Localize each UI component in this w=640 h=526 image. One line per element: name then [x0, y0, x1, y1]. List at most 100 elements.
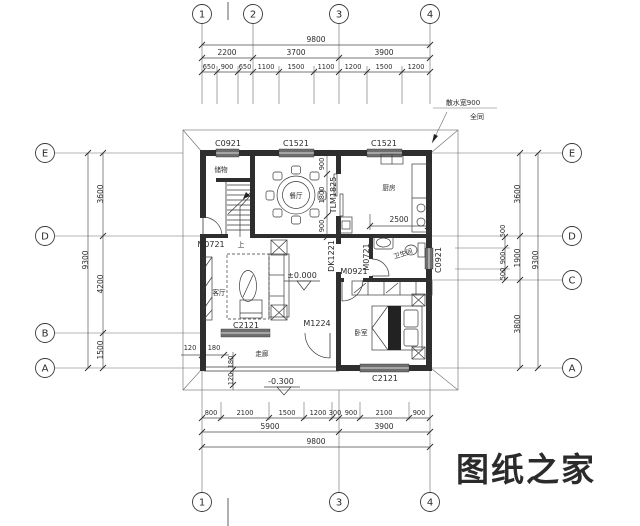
- dim-dining-1: 1800: [318, 187, 326, 204]
- dim-left-major-0: 3600: [96, 184, 105, 203]
- dim-right-major-0: 3600: [513, 184, 522, 203]
- grid-bubble-E-right: E: [569, 149, 575, 160]
- label-door-bedroom: M0921: [340, 267, 367, 276]
- grid-bubble-4-bottom: 4: [427, 498, 433, 509]
- grid-bubble-D-right: D: [568, 232, 576, 243]
- grid-bubbles-left: E D B A: [35, 143, 55, 378]
- label-door-storage: M0721: [197, 240, 224, 249]
- dim-bot-major-1: 3900: [374, 422, 393, 431]
- level-outdoor: -0.300: [268, 377, 294, 386]
- dim-top-minor-5: 1100: [318, 63, 335, 71]
- dim-top-minor-0: 650: [203, 63, 216, 71]
- level-marks: ±0.000 -0.300: [264, 271, 320, 396]
- grid-bubbles-top: 1 2 3 4: [192, 2, 440, 24]
- room-kitchen: 厨房: [382, 183, 396, 192]
- dim-kitchen-width: 2500: [389, 215, 408, 224]
- dimension-lines: [84, 41, 542, 451]
- grid-bubble-2-top: 2: [250, 10, 256, 21]
- doors: [202, 216, 390, 359]
- dim-bot-minor-3: 1200: [310, 409, 327, 417]
- dim-right-total: 9300: [531, 250, 540, 269]
- label-win-top-mid: C1521: [283, 139, 309, 148]
- dimension-labels: 9800 2200 3700 3900 650 900 650 1100 150…: [81, 35, 540, 446]
- dim-entry-v-1: 120: [227, 373, 235, 386]
- apron-note-text: 散水宽900: [446, 98, 480, 107]
- dim-right-small-2: 500: [499, 268, 507, 281]
- dim-top-minor-6: 1200: [345, 63, 362, 71]
- dim-top-minor-7: 1500: [376, 63, 393, 71]
- grid-bubbles-right: E D C A: [562, 143, 582, 378]
- room-dining: 餐厅: [289, 191, 303, 200]
- dim-dining-2: 900: [318, 220, 326, 233]
- dim-bot-minor-2: 1500: [279, 409, 296, 417]
- dim-entry-h-1: 180: [208, 344, 221, 352]
- dim-top-total: 9800: [306, 35, 325, 44]
- room-living: 客厅: [212, 288, 226, 297]
- dim-top-major-0: 2200: [217, 48, 236, 57]
- label-win-top-right: C1521: [371, 139, 397, 148]
- dim-top-minor-8: 1200: [408, 63, 425, 71]
- grid-bubbles-bottom: 1 3 4: [192, 492, 440, 526]
- room-bedroom: 卧室: [354, 328, 368, 337]
- opening-labels: C0921 C1521 C1521 M0721 TLM1825 DK1221 M…: [197, 139, 443, 383]
- label-open-living: DK1221: [327, 240, 336, 272]
- watermark-logo: 图纸之家: [456, 450, 596, 489]
- dim-top-minor-2: 650: [239, 63, 252, 71]
- grid-bubble-B-left: B: [42, 329, 49, 340]
- dim-entry-h-0: 120: [184, 344, 197, 352]
- dim-right-major-2: 3800: [513, 314, 522, 333]
- dim-left-major-1: 4200: [96, 274, 105, 293]
- living-furniture: [202, 239, 290, 321]
- grid-bubble-3-bottom: 3: [336, 498, 342, 509]
- dim-right-small-0: 500: [499, 225, 507, 238]
- apron-note: 散水宽900 全同: [431, 98, 497, 144]
- grid-bubble-3-top: 3: [336, 10, 342, 21]
- dim-right-small-1: 900: [499, 252, 507, 265]
- extension-lines: [55, 24, 562, 492]
- grid-bubble-A-left: A: [42, 364, 49, 375]
- dim-left-major-2: 1500: [96, 340, 105, 359]
- dim-top-minor-3: 1100: [258, 63, 275, 71]
- label-win-bedroom: C2121: [372, 374, 398, 383]
- dim-left-total: 9300: [81, 250, 90, 269]
- dim-bot-minor-5: 900: [345, 409, 358, 417]
- dim-top-minor-4: 1500: [288, 63, 305, 71]
- grid-bubble-C-right: C: [569, 276, 576, 287]
- dim-top-major-2: 3900: [374, 48, 393, 57]
- dim-top-major-1: 3700: [286, 48, 305, 57]
- stairs: [227, 184, 252, 237]
- dining-table: [265, 165, 327, 225]
- label-door-bath: M0721: [362, 243, 371, 270]
- dim-bot-total: 9800: [306, 437, 325, 446]
- dim-top-minor-1: 900: [221, 63, 234, 71]
- label-win-living: C2121: [233, 321, 259, 330]
- level-indoor: ±0.000: [287, 271, 317, 280]
- dim-bot-minor-0: 800: [205, 409, 218, 417]
- dim-right-major-1: 1900: [513, 248, 522, 267]
- windows: [215, 148, 434, 373]
- grid-bubble-4-top: 4: [427, 10, 433, 21]
- apron-note-text2: 全同: [470, 112, 484, 121]
- label-win-top-left: C0921: [215, 139, 241, 148]
- bathroom-fixtures: [373, 235, 426, 258]
- grid-bubble-E-left: E: [42, 149, 48, 160]
- label-win-bath: C0921: [434, 247, 443, 273]
- bedroom-furniture: [351, 280, 433, 360]
- dim-bot-minor-1: 2100: [237, 409, 254, 417]
- dim-entry-v-0: 180: [227, 356, 235, 369]
- label-door-entry: M1224: [303, 319, 330, 328]
- grid-bubble-1-top: 1: [199, 10, 205, 21]
- kitchen-fixtures: [339, 153, 431, 234]
- label-slide-dining: TLM1825: [329, 177, 338, 215]
- room-storage: 储物: [214, 165, 228, 174]
- room-corridor: 走廊: [255, 349, 269, 358]
- grid-bubble-D-left: D: [41, 232, 49, 243]
- grid-bubble-1-bottom: 1: [199, 498, 205, 509]
- dim-bot-minor-7: 900: [413, 409, 426, 417]
- dim-bot-major-0: 5900: [260, 422, 279, 431]
- grid-bubble-A-right: A: [569, 364, 576, 375]
- dim-dining-0: 900: [318, 158, 326, 171]
- stairs-up-label: 上: [238, 240, 245, 249]
